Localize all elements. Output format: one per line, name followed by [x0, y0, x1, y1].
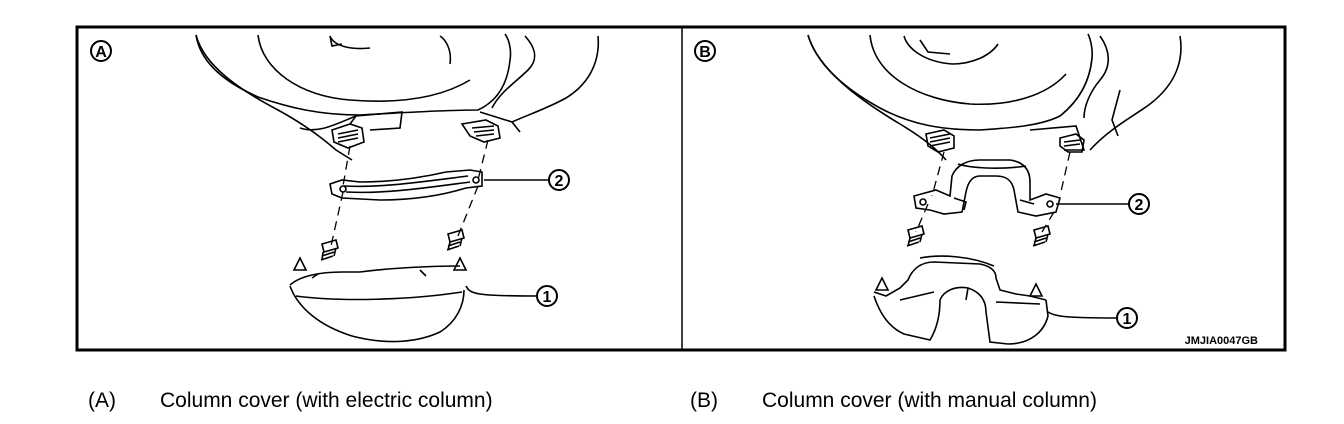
- callout-2-a: 2: [484, 169, 570, 191]
- svg-text:2: 2: [1135, 197, 1144, 214]
- callout-1-a: 1: [465, 285, 558, 307]
- svg-text:2: 2: [555, 173, 564, 190]
- callout-2-b: 2: [1056, 193, 1150, 215]
- part-2-bracket-a: [329, 169, 483, 201]
- alignment-lines-a: [330, 139, 489, 247]
- part-1-lower-cover-b: [873, 255, 1049, 345]
- legend-b-key: (B): [690, 389, 718, 412]
- panel-a-label: A: [90, 40, 112, 62]
- legend-a-text: Column cover (with electric column): [160, 389, 493, 412]
- screw-b-left: [906, 225, 925, 247]
- shroud-clip-right-b: [1059, 133, 1085, 153]
- panel-a: A: [90, 33, 600, 343]
- legend-a-key: (A): [88, 389, 116, 412]
- upper-column-shroud: [195, 33, 600, 161]
- part-1-lower-cover-a: [289, 256, 468, 343]
- screw-b-right: [1032, 225, 1051, 247]
- svg-text:B: B: [699, 44, 711, 61]
- part-2-bracket-b: [913, 159, 1061, 217]
- shroud-clip-left: [331, 115, 365, 149]
- panel-b-label: B: [694, 40, 716, 62]
- shroud-clip-left-b: [925, 129, 955, 153]
- panel-b: B: [694, 33, 1258, 347]
- svg-text:1: 1: [1123, 311, 1132, 328]
- callout-1-b: 1: [1047, 307, 1138, 329]
- legend-a: (A) Column cover (with electric column): [88, 386, 493, 416]
- screw-a-right: [446, 229, 465, 251]
- svg-text:A: A: [95, 44, 107, 61]
- legend-b-text: Column cover (with manual column): [762, 389, 1097, 412]
- screw-a-left: [320, 239, 339, 261]
- shroud-clip-right: [460, 119, 501, 143]
- figure-code: JMJIA0047GB: [1185, 335, 1258, 347]
- upper-column-shroud-b: [807, 33, 1182, 161]
- legend-b: (B) Column cover (with manual column): [690, 386, 1097, 416]
- svg-text:1: 1: [543, 289, 552, 306]
- figure-frame: [75, 25, 1287, 352]
